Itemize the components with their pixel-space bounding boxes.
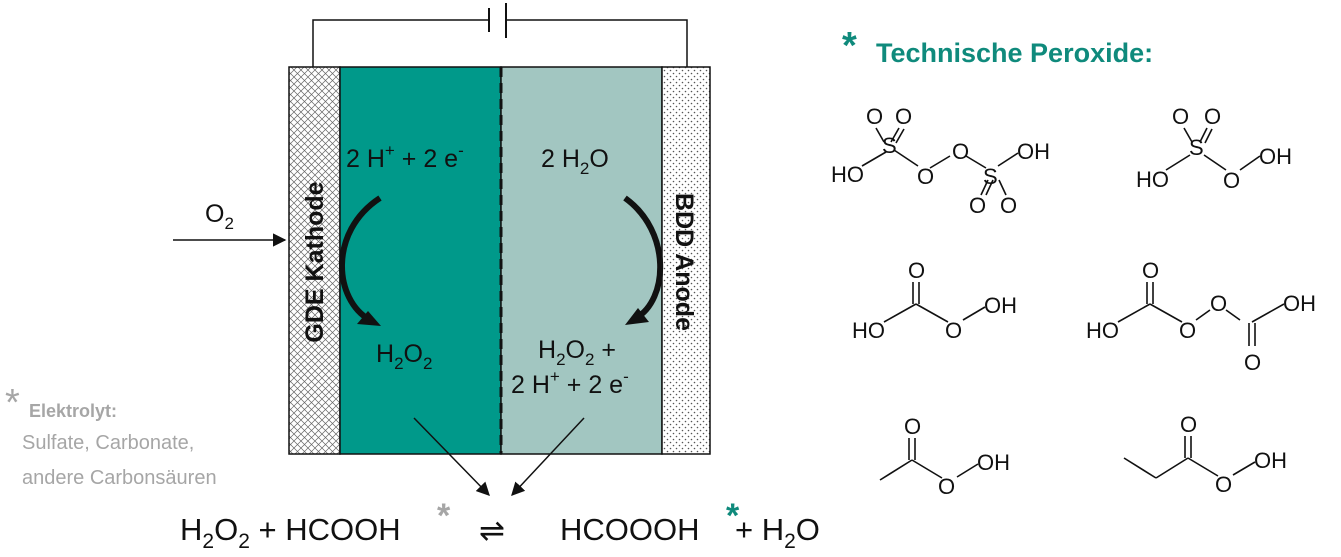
atom-label: HO (831, 162, 864, 187)
atom-label: O (1179, 318, 1196, 343)
anode-to-equation-arrow (511, 417, 585, 496)
atom-label: O (1215, 472, 1232, 497)
atom-label: HO (1136, 167, 1169, 192)
equilibrium-equation-left: H2O2 + HCOOH (180, 512, 401, 553)
atom-label: OH (984, 293, 1017, 318)
anode-product-line1: H2O2 + (538, 336, 616, 369)
atom-label: OH (1283, 291, 1316, 316)
anode-label: BDD Anode (670, 193, 698, 331)
atom-label: O (969, 193, 986, 218)
cathode-to-equation-arrow (413, 417, 490, 496)
atom-label: S (1189, 135, 1204, 160)
equilibrium-equation-water: + H2O (735, 512, 820, 553)
peroxomonosulfuric-acid-structure (1165, 127, 1261, 171)
atom-label: O (945, 318, 962, 343)
atom-label: O (904, 414, 921, 439)
cathode-compartment (339, 66, 502, 455)
atom-label: O (1000, 193, 1017, 218)
atom-label: O (1180, 412, 1197, 437)
perpropionic-acid-structure (1123, 436, 1256, 479)
atom-label: O (938, 474, 955, 499)
cathode-reaction-arrow (339, 195, 382, 323)
anode-compartment (500, 66, 663, 455)
atom-label: O (1172, 104, 1189, 129)
equilibrium-arrows: ⇌ (479, 513, 505, 548)
performic-acid-asterisk: * (726, 497, 740, 535)
atom-label: HO (852, 318, 885, 343)
peroxides-asterisk: * (842, 25, 857, 67)
peroxodisulfuric-acid-structure (861, 127, 1019, 196)
atom-label: OH (1259, 144, 1292, 169)
cathode-label: GDE Kathode (301, 181, 329, 342)
anode-reaction-arrow (623, 195, 664, 321)
atom-label: O (952, 139, 969, 164)
atom-label: OH (977, 450, 1010, 475)
peroxodicarbonic-acid-structure (1117, 282, 1285, 346)
electrolyte-line2: andere Carbonsäuren (22, 467, 217, 489)
cathode-product: H2O2 (376, 340, 432, 373)
anode-product-line2: 2 H+ + 2 e- (511, 367, 629, 399)
anode-reactant: 2 H2O (541, 145, 609, 178)
atom-label: O (895, 104, 912, 129)
atom-label: O (917, 164, 934, 189)
atom-label: O (1244, 350, 1261, 375)
cathode-electrode (288, 66, 341, 455)
atom-label: OH (1017, 139, 1050, 164)
atom-label: O (1223, 168, 1240, 193)
electrolyte-note: * Elektrolyt: Sulfate, Carbonate, andere… (5, 382, 217, 489)
atom-label: S (882, 133, 897, 158)
atom-label: O (1210, 291, 1227, 316)
atom-label: O (866, 104, 883, 129)
cathode-reactant: 2 H+ + 2 e- (346, 141, 464, 173)
atom-label: S (983, 164, 998, 189)
atom-label: O (1142, 258, 1159, 283)
atom-label: O (1204, 104, 1221, 129)
electrolyte-title: Elektrolyt: (29, 401, 117, 421)
atom-label: OH (1254, 448, 1287, 473)
equilibrium-equation-right: HCOOOH (560, 512, 700, 547)
external-circuit (312, 3, 688, 67)
oxygen-feed-label: O2 (205, 200, 234, 233)
peroxomonocarbonic-acid-structure (883, 282, 986, 323)
peroxides-title: Technische Peroxide: (876, 38, 1153, 68)
electrolyte-line1: Sulfate, Carbonate, (22, 432, 194, 454)
electrolyte-asterisk: * (5, 382, 20, 424)
peracetic-acid-structure (879, 438, 979, 481)
formic-acid-asterisk: * (437, 497, 451, 535)
atom-label: HO (1086, 318, 1119, 343)
atom-label: O (908, 258, 925, 283)
